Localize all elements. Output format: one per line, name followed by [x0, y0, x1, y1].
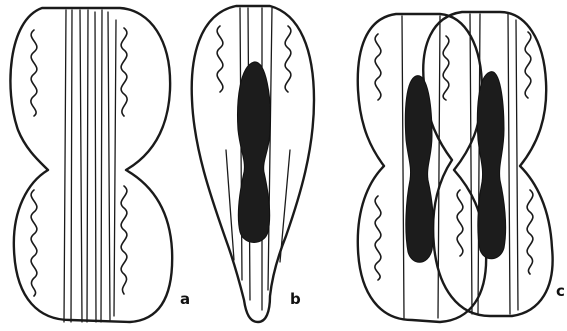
panel-b-stained-core [238, 62, 271, 243]
panel-a-wavy-left-bottom [31, 190, 37, 296]
panel-a-wavy-right-top [121, 28, 127, 116]
panel-c-wavy-mid-bottom [457, 190, 463, 256]
panel-c-wavy-right-bottom [527, 190, 533, 274]
panel-c-wavy-left-top [375, 34, 381, 100]
panel-c-label: c [556, 282, 565, 300]
panel-b-wavy-left [217, 26, 223, 92]
panel-a [10, 8, 172, 322]
panel-a-label: a [180, 290, 190, 308]
panel-c-wavy-left-bottom [375, 196, 381, 280]
panel-c-left-stained-core [405, 76, 433, 263]
panel-a-fibers [64, 10, 116, 322]
panel-a-wavy-left-top [31, 30, 37, 116]
panel-a-outline [10, 8, 172, 322]
panel-b-wavy-right [285, 26, 291, 92]
panel-a-wavy-right-bottom [121, 186, 127, 294]
panel-b [192, 6, 314, 322]
panel-c-wavy-right-top [525, 32, 531, 98]
panel-b-label: b [290, 290, 301, 308]
panel-c-wavy-mid-top [443, 36, 449, 100]
panel-c [358, 12, 553, 322]
panel-c-right-stained-core [477, 72, 505, 259]
